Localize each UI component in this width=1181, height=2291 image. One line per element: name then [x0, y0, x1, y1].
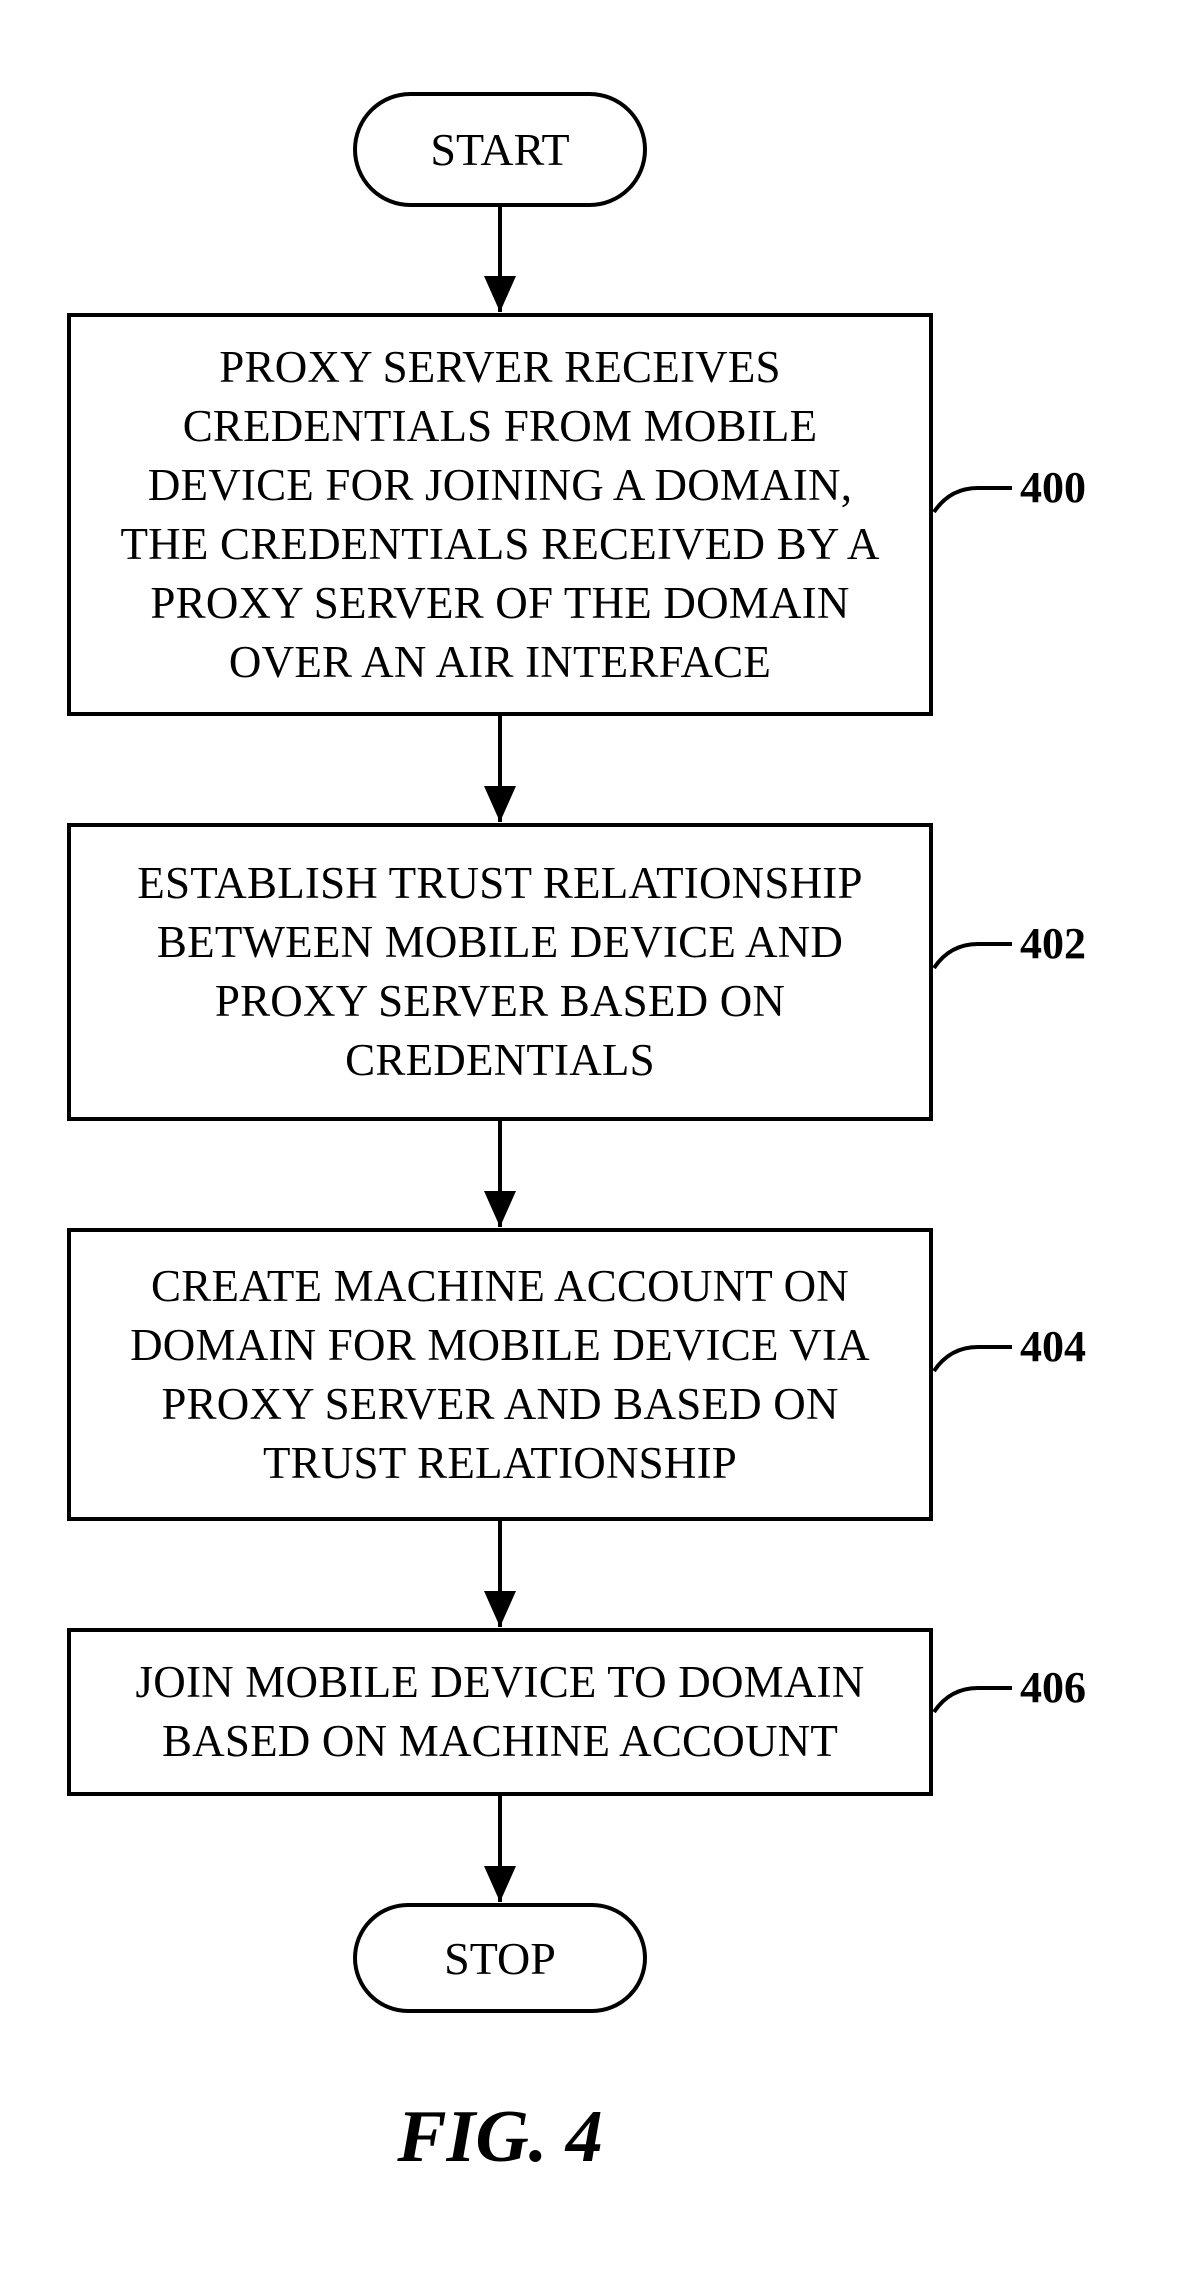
- step-line: TRUST RELATIONSHIP: [130, 1434, 870, 1493]
- step-line: DOMAIN FOR MOBILE DEVICE VIA: [130, 1316, 870, 1375]
- step-line: PROXY SERVER RECEIVES: [120, 338, 879, 397]
- leader-line-400: [934, 488, 1012, 512]
- step-line: CREDENTIALS: [137, 1031, 862, 1090]
- step-box-402: ESTABLISH TRUST RELATIONSHIP BETWEEN MOB…: [67, 823, 933, 1121]
- step-box-404: CREATE MACHINE ACCOUNT ON DOMAIN FOR MOB…: [67, 1228, 933, 1521]
- step-line: PROXY SERVER AND BASED ON: [130, 1375, 870, 1434]
- step-line: THE CREDENTIALS RECEIVED BY A: [120, 515, 879, 574]
- ref-label-406: 406: [1020, 1666, 1086, 1710]
- step-line: BETWEEN MOBILE DEVICE AND: [137, 913, 862, 972]
- start-label: START: [430, 123, 569, 176]
- step-text-402: ESTABLISH TRUST RELATIONSHIP BETWEEN MOB…: [137, 854, 862, 1090]
- step-text-406: JOIN MOBILE DEVICE TO DOMAIN BASED ON MA…: [136, 1653, 865, 1771]
- step-text-400: PROXY SERVER RECEIVES CREDENTIALS FROM M…: [120, 338, 879, 692]
- leader-line-406: [934, 1688, 1012, 1712]
- step-box-406: JOIN MOBILE DEVICE TO DOMAIN BASED ON MA…: [67, 1628, 933, 1796]
- ref-label-400: 400: [1020, 466, 1086, 510]
- figure-caption: FIG. 4: [0, 2095, 1000, 2180]
- step-line: JOIN MOBILE DEVICE TO DOMAIN: [136, 1653, 865, 1712]
- step-line: CREDENTIALS FROM MOBILE: [120, 397, 879, 456]
- stop-label: STOP: [444, 1932, 556, 1985]
- step-line: DEVICE FOR JOINING A DOMAIN,: [120, 456, 879, 515]
- step-line: BASED ON MACHINE ACCOUNT: [136, 1712, 865, 1771]
- step-line: ESTABLISH TRUST RELATIONSHIP: [137, 854, 862, 913]
- step-box-400: PROXY SERVER RECEIVES CREDENTIALS FROM M…: [67, 313, 933, 716]
- step-line: PROXY SERVER BASED ON: [137, 972, 862, 1031]
- step-line: CREATE MACHINE ACCOUNT ON: [130, 1257, 870, 1316]
- leader-line-404: [934, 1347, 1012, 1371]
- stop-terminal: STOP: [353, 1903, 647, 2013]
- step-line: PROXY SERVER OF THE DOMAIN: [120, 574, 879, 633]
- leader-line-402: [934, 944, 1012, 968]
- start-terminal: START: [353, 92, 647, 207]
- step-line: OVER AN AIR INTERFACE: [120, 633, 879, 692]
- ref-label-404: 404: [1020, 1325, 1086, 1369]
- step-text-404: CREATE MACHINE ACCOUNT ON DOMAIN FOR MOB…: [130, 1257, 870, 1493]
- ref-label-402: 402: [1020, 922, 1086, 966]
